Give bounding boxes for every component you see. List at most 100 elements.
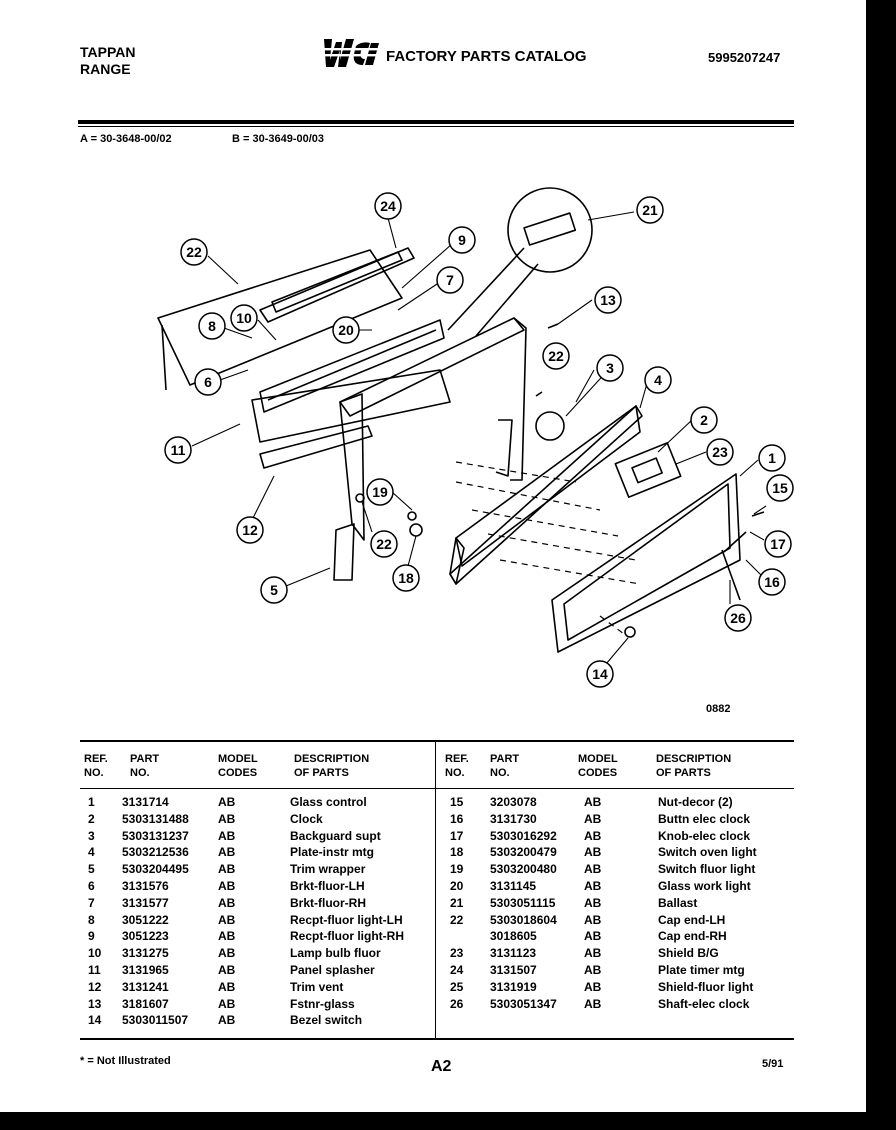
table-cell-part: 5303131488 <box>122 811 189 826</box>
table-cell-codes: AB <box>218 845 236 860</box>
table-cell-part: 3131275 <box>122 946 169 961</box>
table-cell-desc: Shield-fluor light <box>658 979 754 994</box>
table-cell-codes: AB <box>218 996 236 1011</box>
model-a-label: A = 30-3648-00/02 <box>80 133 172 145</box>
table-cell-part: 3131919 <box>490 979 537 994</box>
callout-label: 20 <box>338 322 354 338</box>
table-cell-part: 3051222 <box>122 912 169 927</box>
table-cell-part: 3181607 <box>122 996 169 1011</box>
callout-label: 2 <box>700 412 708 428</box>
callout-label: 26 <box>730 610 746 626</box>
header-text: NO. <box>445 767 465 779</box>
table-cell-ref <box>450 928 463 945</box>
table-cell-codes: AB <box>218 912 236 927</box>
header-text: PART <box>490 753 520 765</box>
table-cell-part: 5303212536 <box>122 845 189 860</box>
header-text: CODES <box>218 767 258 779</box>
table-top-rule <box>80 740 794 742</box>
callout-label: 13 <box>600 292 616 308</box>
table-cell-ref: 22 <box>450 912 464 927</box>
drawing-code: 0882 <box>706 703 731 715</box>
table-cell-part: 3203078 <box>490 795 537 809</box>
callout-label: 22 <box>376 536 392 552</box>
table-cell-codes: AB <box>218 878 236 893</box>
table-cell-part: 3131576 <box>122 878 169 893</box>
table-cell-ref: 4 <box>88 845 95 860</box>
callout-label: 5 <box>270 582 278 598</box>
header-text: PART <box>130 753 160 765</box>
header-text: DESCRIPTION <box>294 753 370 765</box>
table-cell-codes: AB <box>584 979 602 994</box>
table-cell-part: 5303011507 <box>122 1013 189 1028</box>
callout-label: 17 <box>770 536 786 552</box>
table-cell-codes: AB <box>218 962 236 977</box>
header-text: MODEL <box>218 753 258 765</box>
table-column-divider <box>435 742 436 1038</box>
table-cell-part: 3018605 <box>490 929 537 944</box>
callout-label: 21 <box>642 202 658 218</box>
callout-label: 14 <box>592 666 608 682</box>
parts-catalog-page: TAPPAN RANGE FACTORY PARTS CATALOG 59952… <box>0 0 866 1112</box>
table-cell-part: 5303200479 <box>490 845 557 860</box>
table-cell-part: 3131714 <box>122 795 169 809</box>
table-cell-codes: AB <box>584 912 602 927</box>
table-cell-ref: 15 <box>450 795 464 809</box>
table-cell-part: 5303051115 <box>490 895 556 910</box>
table-cell-ref: 26 <box>450 996 464 1011</box>
header-text: NO. <box>490 767 510 779</box>
callout-label: 11 <box>171 442 186 458</box>
table-cell-desc: Cap end-LH <box>658 912 726 927</box>
table-bottom-rule <box>80 1038 794 1040</box>
table-cell-desc: Backguard supt <box>290 828 381 843</box>
table-cell-ref: 18 <box>450 845 464 860</box>
table-cell-ref: 12 <box>88 979 102 994</box>
exploded-diagram-svg: 22 24 9 7 8 10 20 6 11 12 5 21 13 22 3 4… <box>157 187 794 688</box>
header-part-right: PART NO. <box>490 752 519 780</box>
table-cell-desc: Glass control <box>290 795 367 809</box>
table-cell-ref: 17 <box>450 828 464 843</box>
header-text: CODES <box>578 767 618 779</box>
header-rule-thin <box>78 126 794 127</box>
table-cell-part: 5303200480 <box>490 862 557 877</box>
revision-date: 5/91 <box>762 1058 784 1070</box>
header-text: OF PARTS <box>656 767 711 779</box>
header-text: DESCRIPTION <box>656 753 732 765</box>
table-cell-ref: 13 <box>88 996 102 1011</box>
table-cell-codes: AB <box>584 878 602 893</box>
table-cell-desc: Switch oven light <box>658 845 757 860</box>
catalog-number: 5995207247 <box>708 50 781 65</box>
table-cell-ref: 9 <box>88 929 95 944</box>
brand-line-1: TAPPAN <box>80 44 136 60</box>
table-cell-ref: 3 <box>88 828 95 843</box>
table-cell-codes: AB <box>584 962 602 977</box>
table-cell-part: 5303131237 <box>122 828 189 843</box>
table-cell-codes: AB <box>218 895 236 910</box>
header-text: MODEL <box>578 753 618 765</box>
table-cell-desc: Clock <box>290 811 323 826</box>
table-cell-part: 5303016292 <box>490 828 557 843</box>
header-rule-thick <box>78 120 794 124</box>
table-cell-part: 5303018604 <box>490 912 557 927</box>
table-cell-ref: 8 <box>88 912 95 927</box>
table-cell-desc: Plate-instr mtg <box>290 845 375 860</box>
table-cell-ref: 10 <box>88 946 102 961</box>
table-cell-part: 3131507 <box>490 962 537 977</box>
table-cell-codes: AB <box>218 929 236 944</box>
wci-logo-icon <box>318 39 382 67</box>
callout-label: 22 <box>548 348 564 364</box>
header-text: NO. <box>84 767 104 779</box>
table-cell-ref: 5 <box>88 862 95 877</box>
table-cell-desc: Trim vent <box>290 979 344 994</box>
table-cell-desc: Brkt-fluor-RH <box>290 895 366 910</box>
header-text: REF. <box>84 753 108 765</box>
callout-label: 7 <box>446 272 454 288</box>
table-cell-ref: 6 <box>88 878 95 893</box>
callout-label: 23 <box>712 444 728 460</box>
table-cell-desc: Trim wrapper <box>290 862 366 877</box>
